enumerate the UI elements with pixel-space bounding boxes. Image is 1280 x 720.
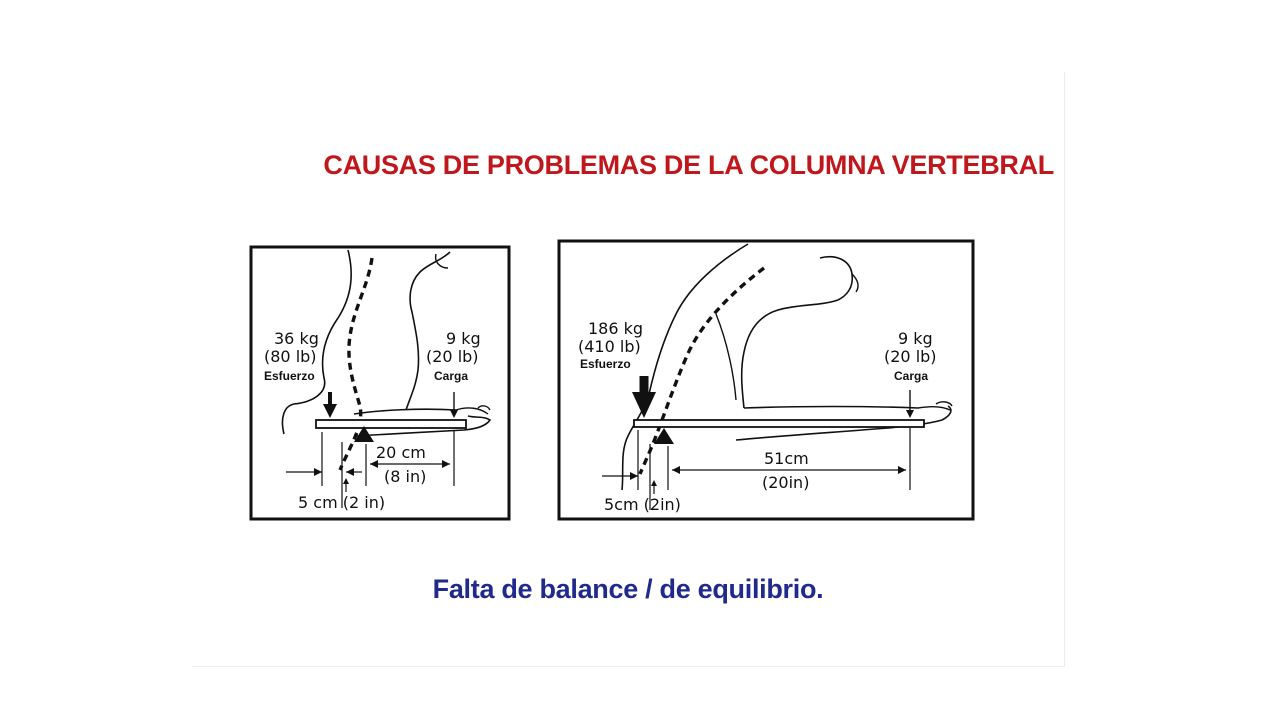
effort-arrow: [323, 404, 337, 418]
effort-arrow: [632, 392, 656, 418]
load-arrow: [906, 410, 914, 418]
short-arm-label: 5cm (2in): [604, 495, 681, 514]
long-arm-in-label: (8 in): [384, 467, 426, 486]
lever-bar: [633, 419, 925, 428]
diagram-upright-lift: 36 kg (80 lb) Esfuerzo 9 kg (20 lb) Carg…: [249, 245, 511, 521]
hand-outline: [917, 401, 953, 411]
load-kg-label: 9 kg: [446, 329, 481, 348]
effort-lb-label: (80 lb): [264, 347, 317, 366]
long-arm-cm-label: 20 cm: [376, 443, 426, 462]
long-arm-in-label: (20in): [762, 473, 809, 492]
load-label: Carga: [434, 369, 468, 383]
effort-kg-label: 36 kg: [274, 329, 319, 348]
shoulder-outline: [740, 299, 839, 409]
lever-bar: [315, 419, 467, 429]
long-arm-cm-label: 51cm: [764, 449, 809, 468]
back-outline: [621, 243, 749, 491]
upper-arm: [353, 408, 457, 415]
slide-title: CAUSAS DE PROBLEMAS DE LA COLUMNA VERTEB…: [323, 150, 1054, 180]
slide-caption: Falta de balance / de equilibrio.: [432, 574, 824, 604]
spine-line: [638, 266, 766, 475]
hand-outline: [455, 405, 491, 415]
fulcrum-triangle: [654, 428, 674, 444]
short-arm-label: 5 cm (2 in): [298, 493, 385, 512]
chin-outline: [434, 253, 449, 269]
forearm-lower: [353, 415, 492, 437]
chest-outline: [715, 313, 737, 401]
load-lb-label: (20 lb): [426, 347, 479, 366]
load-lb-label: (20 lb): [884, 347, 937, 366]
chest-outline: [405, 251, 451, 411]
panel-frame: [557, 239, 975, 521]
back-outline: [281, 249, 352, 435]
diagram-bent-lift: 186 kg (410 lb) Esfuerzo 9 kg (20 lb) Ca…: [557, 239, 975, 521]
load-label: Carga: [894, 369, 928, 383]
effort-kg-label: 186 kg: [588, 319, 643, 338]
upper-arm: [743, 405, 919, 409]
panel-frame: [249, 245, 511, 521]
fulcrum-triangle: [354, 426, 374, 442]
effort-label: Esfuerzo: [580, 357, 631, 371]
effort-label: Esfuerzo: [264, 369, 315, 383]
slide: CAUSAS DE PROBLEMAS DE LA COLUMNA VERTEB…: [192, 72, 1065, 667]
effort-lb-label: (410 lb): [578, 337, 641, 356]
load-kg-label: 9 kg: [898, 329, 933, 348]
load-arrow: [450, 410, 458, 418]
face-outline: [851, 273, 859, 293]
